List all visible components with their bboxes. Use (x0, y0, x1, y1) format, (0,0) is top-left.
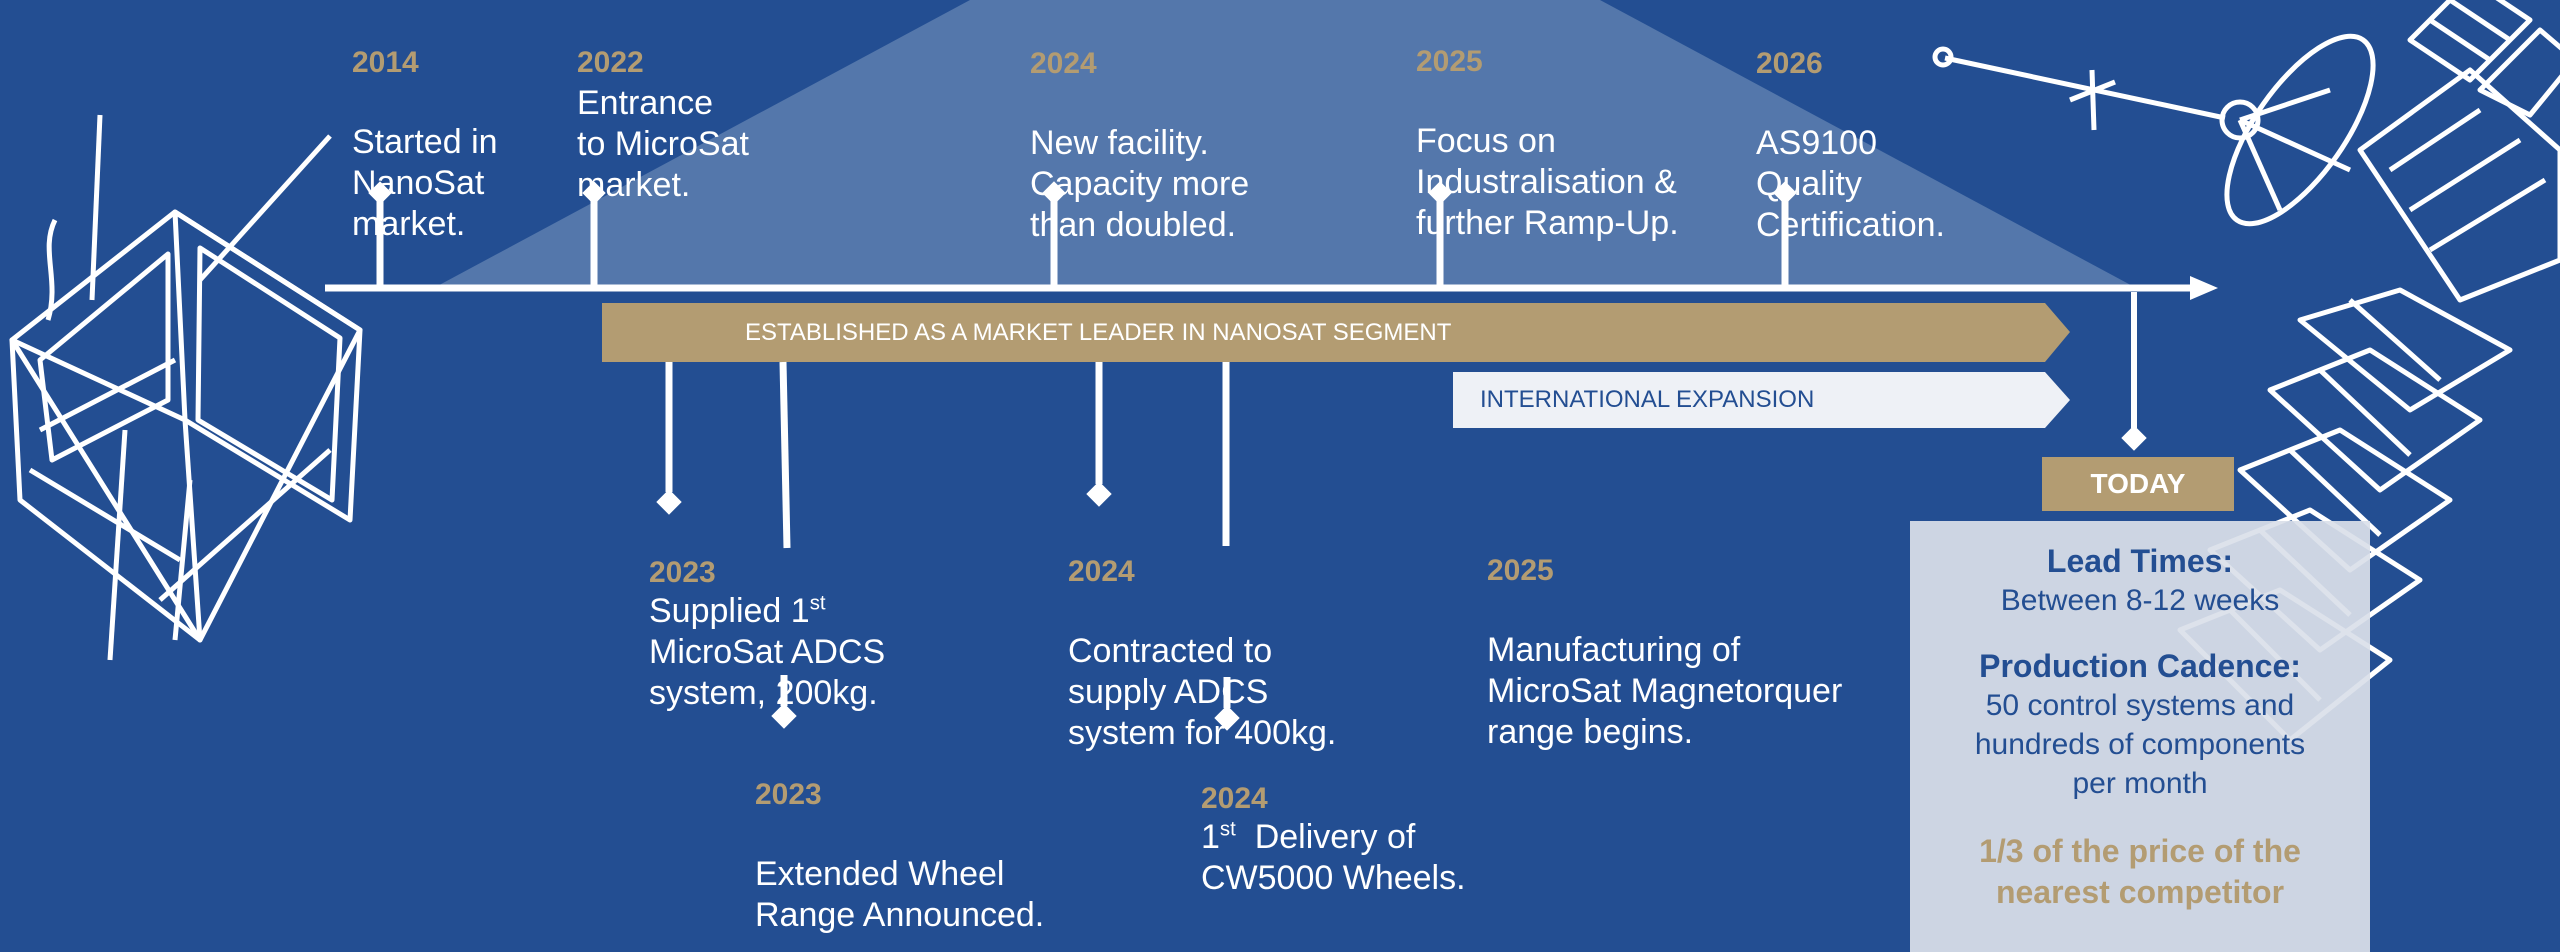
timeline-arrowhead (2190, 276, 2218, 300)
lower-ticks (656, 361, 1240, 731)
event-year: 2024 (1201, 782, 1268, 815)
event-2022: 2022 Entrance to MicroSat market. (577, 0, 749, 206)
event-text: Extended Wheel Range Announced. (755, 855, 1045, 934)
international-expansion-bar (1453, 372, 2070, 428)
event-text: AS9100 Quality Certification. (1756, 124, 1945, 244)
event-year: 2014 (352, 46, 419, 79)
today-marker (2121, 292, 2147, 451)
event-2023-wheel-range: 2023 Extended Wheel Range Announced. (755, 736, 1044, 936)
event-text: New facility. Capacity more than doubled… (1030, 124, 1250, 244)
today-info-panel: Lead Times: Between 8-12 weeks Productio… (1910, 521, 2370, 952)
lead-times-title: Lead Times: (2046, 543, 2234, 579)
event-2024-facility: 2024 New facility. Capacity more than do… (1030, 5, 1249, 246)
event-2026-as9100: 2026 AS9100 Quality Certification. (1756, 5, 1945, 246)
event-year: 2023 (649, 556, 716, 589)
event-2025-magnetorquer: 2025 Manufacturing of MicroSat Magnetorq… (1487, 512, 1842, 753)
event-year: 2026 (1756, 47, 1823, 80)
event-text: Started in NanoSat market. (352, 123, 498, 243)
event-year: 2024 (1068, 555, 1135, 588)
event-2025-industrialisation: 2025 Focus on Industralisation & further… (1416, 3, 1679, 244)
event-text: Focus on Industralisation & further Ramp… (1416, 122, 1679, 242)
event-text: CW5000 Wheels. (1201, 859, 1466, 897)
event-year: 2025 (1487, 554, 1554, 587)
market-leader-bar (602, 303, 2070, 362)
event-text-pre: 1 (1201, 818, 1220, 856)
cadence-title: Production Cadence: (1979, 648, 2301, 684)
event-superscript: st (809, 592, 826, 615)
event-text: Contracted to supply ADCS system for 400… (1068, 632, 1337, 752)
price-note: 1/3 of the price of the nearest competit… (1979, 833, 2301, 910)
market-leader-label: ESTABLISHED AS A MARKET LEADER IN NANOSA… (745, 319, 1452, 346)
event-year: 2025 (1416, 45, 1483, 78)
event-text-line1: Supplied 1 (649, 592, 810, 630)
event-2014: 2014 Started in NanoSat market. (352, 4, 498, 245)
growth-triangle (430, 0, 2140, 290)
event-year: 2022 (577, 46, 644, 79)
today-badge: TODAY (2042, 457, 2234, 511)
event-superscript: st (1219, 818, 1236, 841)
event-text: MicroSat ADCS system, 200kg. (649, 633, 886, 712)
cubesat-icon (9, 114, 363, 661)
cadence-value: 50 control systems and hundreds of compo… (1974, 689, 2306, 800)
event-2024-contract: 2024 Contracted to supply ADCS system fo… (1068, 513, 1336, 754)
event-year: 2024 (1030, 47, 1097, 80)
upper-ticks (368, 181, 1797, 288)
lead-times-value: Between 8-12 weeks (2000, 584, 2280, 617)
event-text: Manufacturing of MicroSat Magnetorquer r… (1487, 631, 1843, 751)
event-text: Entrance to MicroSat market. (577, 84, 749, 204)
international-expansion-label: INTERNATIONAL EXPANSION (1480, 386, 1815, 413)
event-text-line1: Delivery of (1235, 818, 1416, 856)
event-year: 2023 (755, 778, 822, 811)
